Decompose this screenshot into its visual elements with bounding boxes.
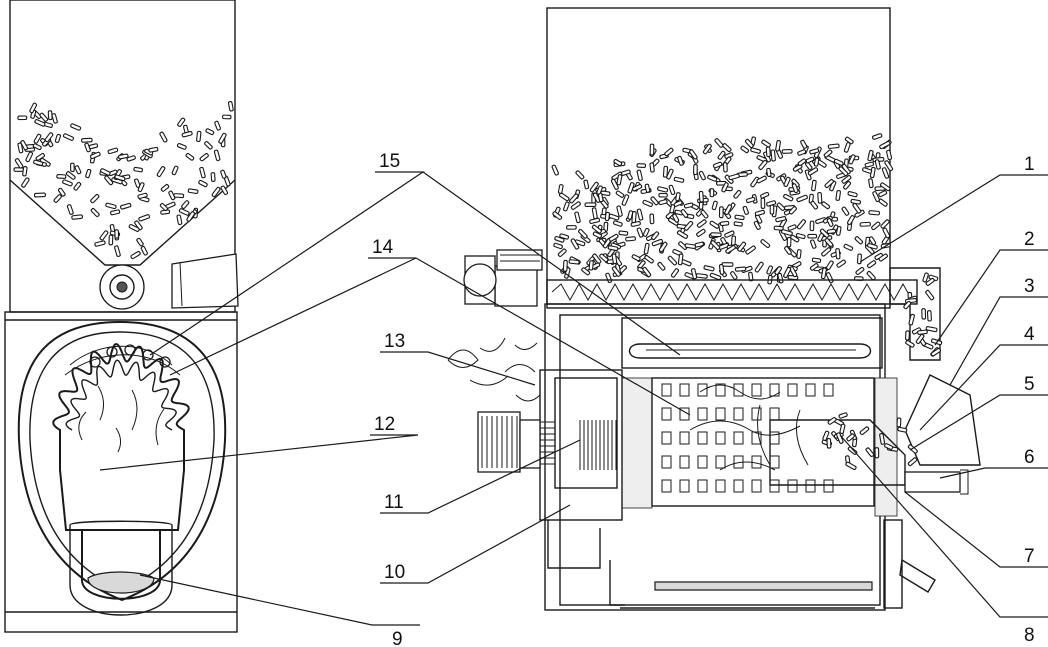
burner-fan-motor <box>477 411 521 473</box>
air-inlet-holes <box>64 344 181 376</box>
heat-exchanger-coil <box>628 343 872 359</box>
side-door <box>883 519 903 609</box>
combustion-tube <box>651 377 875 507</box>
callout-13: 13 <box>384 331 405 352</box>
callout-6: 6 <box>1024 447 1035 468</box>
front-section-view <box>4 0 239 633</box>
callout-5: 5 <box>1024 374 1035 395</box>
callout-14: 14 <box>372 237 394 258</box>
corrugated-combustion-chamber <box>52 343 190 531</box>
callout-8: 8 <box>1024 625 1035 646</box>
front-pellet-pile <box>13 100 234 260</box>
fan-cooling-fins <box>540 420 617 470</box>
burner-housing <box>539 369 623 521</box>
pellet-chute <box>889 267 941 361</box>
callout-7: 7 <box>1024 546 1035 567</box>
front-boiler-body <box>4 311 238 633</box>
callout-12: 12 <box>374 414 395 435</box>
callout-9: 9 <box>392 629 403 647</box>
front-flames <box>78 385 165 453</box>
callout-10: 10 <box>384 562 405 583</box>
callout-leaders <box>99 171 1048 626</box>
screw-auger <box>551 282 913 302</box>
side-flames <box>689 384 809 471</box>
side-pellet-pile <box>551 133 894 285</box>
callout-4: 4 <box>1024 324 1035 345</box>
callout-labels: 1 2 3 4 5 6 7 8 9 10 11 12 13 14 15 <box>372 151 1035 647</box>
auger-gear-motor <box>494 265 538 307</box>
side-ash-pit <box>654 581 873 591</box>
callout-1: 1 <box>1024 154 1035 175</box>
combustion-air-holes <box>661 383 834 493</box>
front-ash-box <box>81 529 161 600</box>
front-water-jacket <box>17 320 227 602</box>
flue-gas-swirls <box>447 337 541 402</box>
side-section-view <box>447 7 981 611</box>
callout-3: 3 <box>1024 276 1035 297</box>
callout-11: 11 <box>384 492 404 513</box>
burner-retort <box>769 419 906 486</box>
boiler-top-pass <box>621 317 883 369</box>
chute-pellets <box>903 272 943 357</box>
fuel-inlet-pipe <box>904 374 981 466</box>
callout-2: 2 <box>1024 229 1035 250</box>
front-motor-box <box>171 253 239 309</box>
callout-15: 15 <box>379 151 400 172</box>
retort-pellets <box>821 412 918 471</box>
